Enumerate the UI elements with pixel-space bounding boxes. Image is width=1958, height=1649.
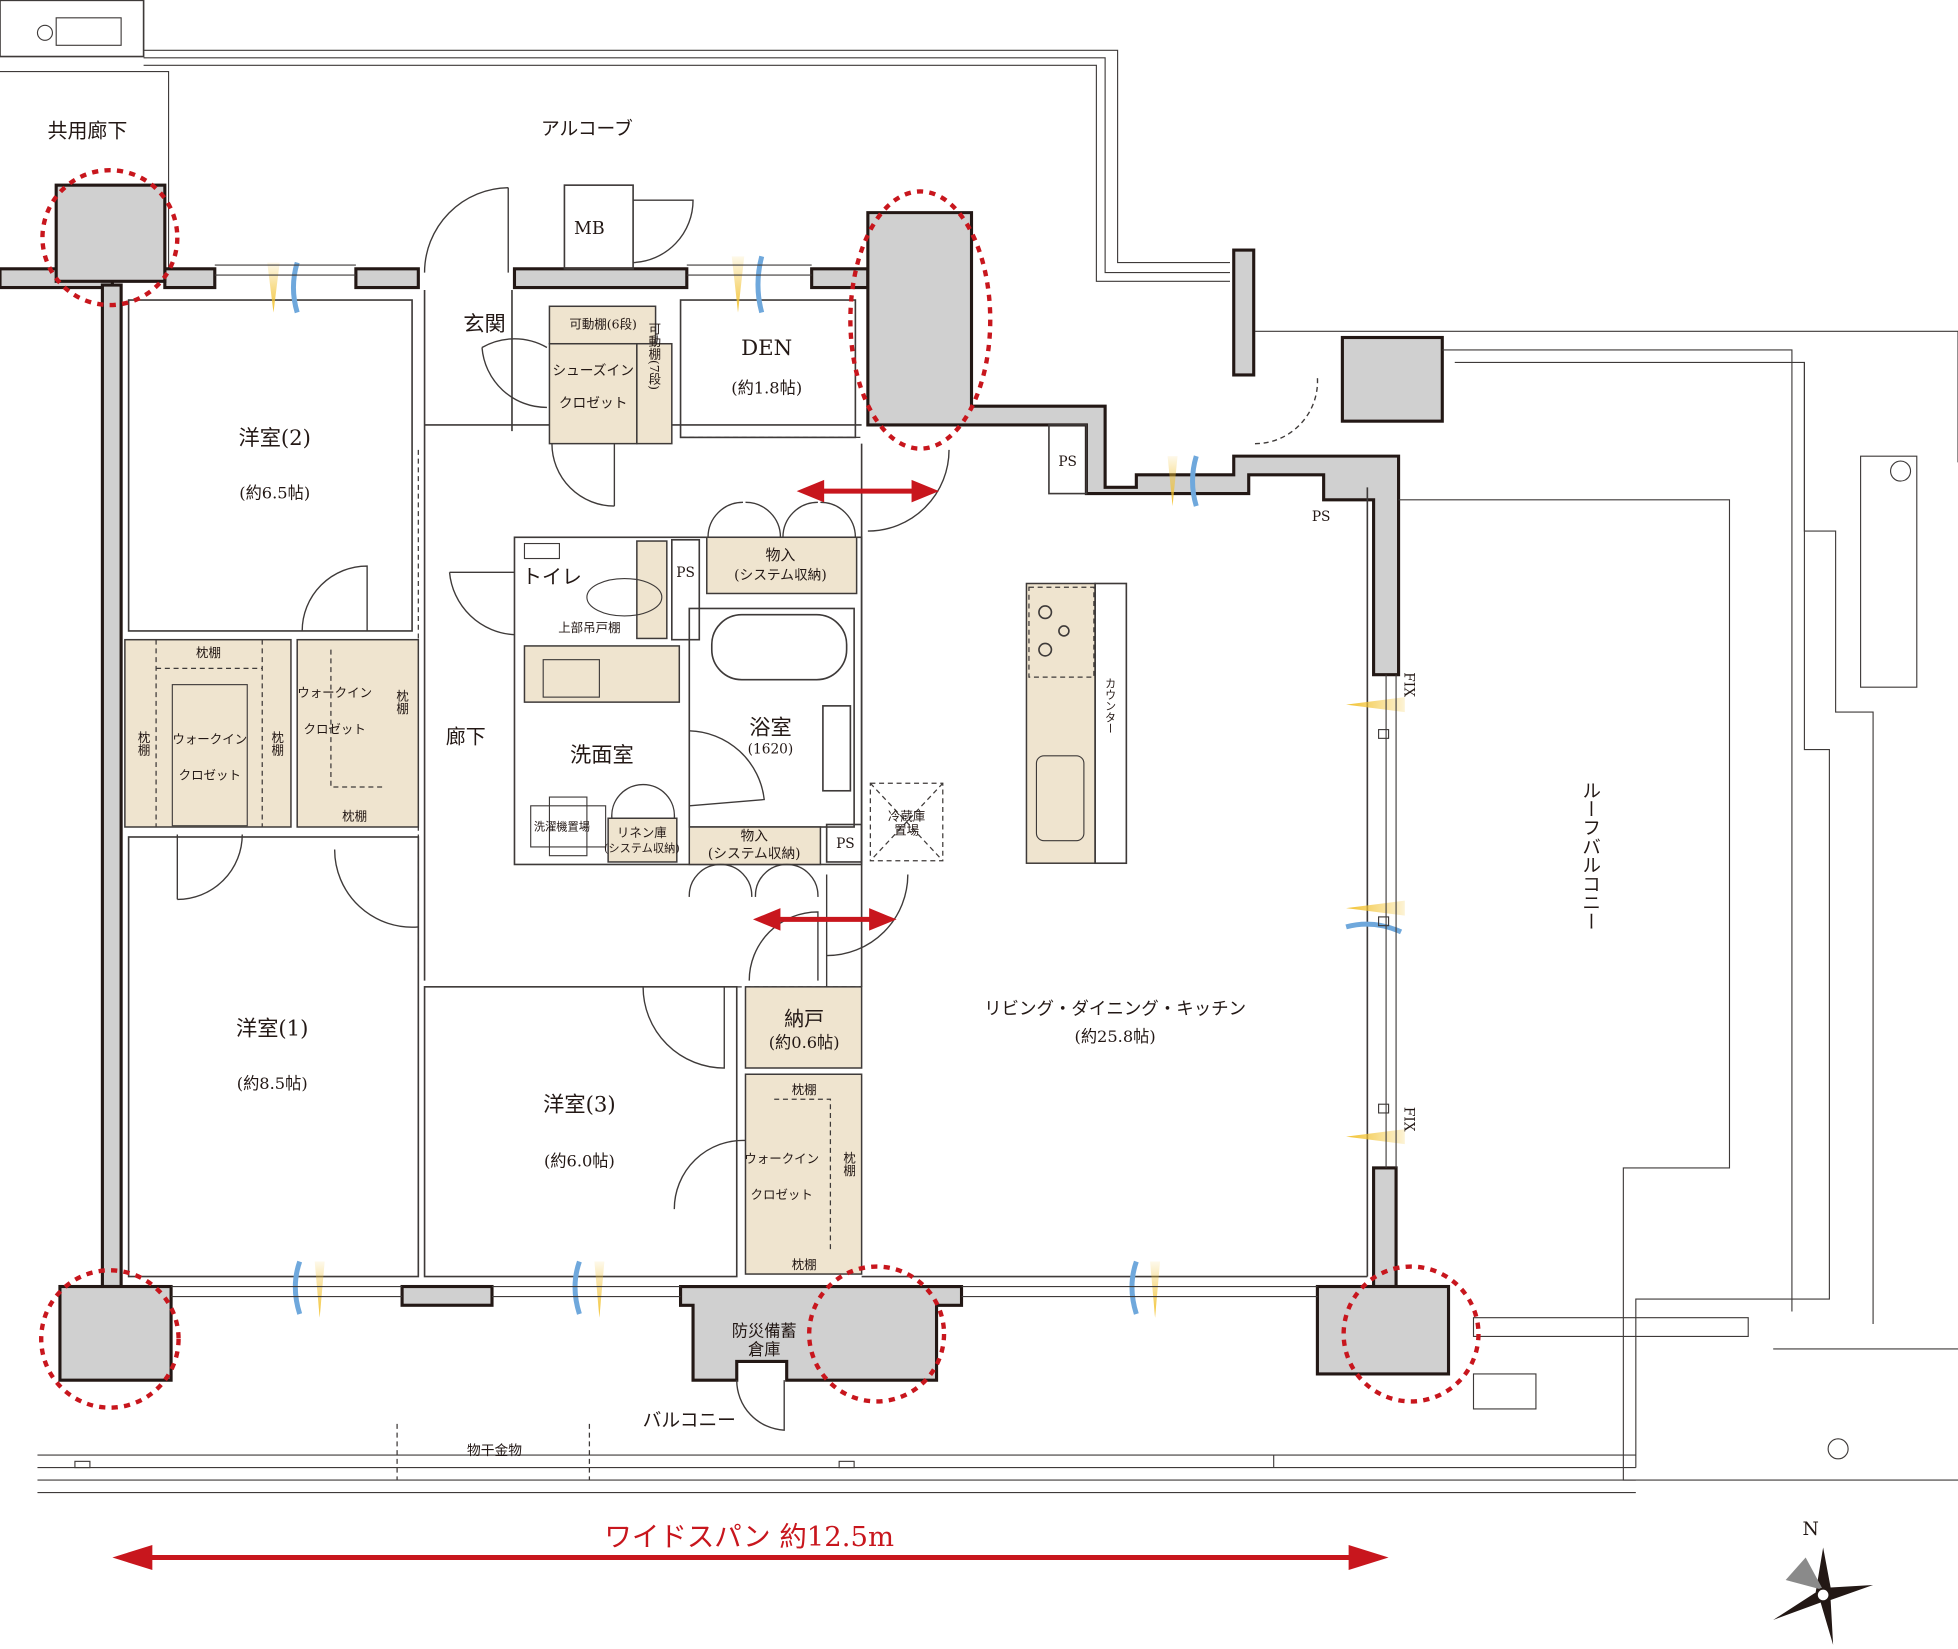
label-pillow-shelf: 枕棚 — [395, 689, 410, 715]
north-compass-icon: N — [1773, 1519, 1874, 1645]
label-walkin: ウォークイン — [297, 685, 372, 700]
label-shoe-closet-2: クロゼット — [559, 395, 628, 411]
label-storage-2: (システム収納) — [708, 846, 801, 862]
label-pillow-shelf: 枕棚 — [270, 730, 285, 756]
label-ldk-size: (約25.8帖) — [1075, 1027, 1156, 1046]
label-disaster-storage: 防災備蓄 — [732, 1321, 797, 1340]
label-shoe-closet: シューズイン — [552, 363, 634, 379]
label-nando: 納戸 — [784, 1007, 824, 1031]
label-western-room-2: 洋室(2) — [238, 426, 311, 451]
label-ps: PS — [676, 565, 695, 581]
label-bath: 浴室 — [749, 716, 791, 741]
label-storage-2: (システム収納) — [734, 568, 827, 584]
label-ps: PS — [1312, 509, 1331, 525]
label-walkin-2: クロゼット — [303, 721, 365, 736]
label-roof-balcony: ルーフバルコニー — [1579, 781, 1600, 931]
label-laundry-hanger: 物干金物 — [467, 1443, 522, 1459]
label-toilet: トイレ — [522, 564, 582, 588]
label-storage: 物入 — [765, 546, 795, 564]
label-fix: FIX — [1401, 1107, 1417, 1132]
label-disaster-storage-2: 倉庫 — [748, 1340, 780, 1359]
room-labels: 共用廊下 アルコーブ MB 玄関 可動棚(6段) シューズイン クロゼット 可動… — [47, 118, 1600, 1459]
passage-arrows — [752, 479, 940, 931]
label-entrance: 玄関 — [463, 312, 505, 337]
top-exterior-lines — [0, 0, 1230, 282]
label-fix: FIX — [1401, 672, 1417, 697]
label-mb: MB — [574, 219, 605, 239]
label-walkin: ウォークイン — [744, 1151, 819, 1166]
label-western-room-1-size: (約8.5帖) — [237, 1074, 308, 1093]
label-movable-shelf-7: 可動棚(7段) — [647, 322, 662, 390]
label-pillow-shelf: 枕棚 — [342, 809, 367, 824]
label-alcove: アルコーブ — [541, 118, 633, 140]
label-linen-2: (システム収納) — [604, 842, 680, 855]
storage-areas — [124, 305, 1128, 1275]
label-balcony: バルコニー — [643, 1410, 736, 1431]
label-pillow-shelf: 枕棚 — [792, 1257, 817, 1272]
label-western-room-2-size: (約6.5帖) — [239, 484, 310, 503]
label-common-corridor: 共用廊下 — [47, 119, 127, 143]
doors — [176, 186, 1319, 1431]
label-western-room-1: 洋室(1) — [236, 1017, 309, 1042]
label-walkin-2: クロゼット — [751, 1187, 813, 1202]
label-washroom: 洗面室 — [570, 743, 634, 768]
label-fridge-2: 置場 — [894, 822, 919, 837]
label-walkin-2: クロゼット — [179, 768, 241, 783]
windows — [171, 264, 1397, 1298]
label-linen: リネン庫 — [617, 825, 667, 840]
wide-span-label: ワイドスパン 約12.5m — [604, 1522, 894, 1553]
label-ps: PS — [1058, 454, 1077, 470]
label-storage: 物入 — [741, 829, 769, 845]
label-den-size: (約1.8帖) — [731, 379, 802, 398]
walls — [0, 183, 1451, 1382]
label-movable-shelf-6: 可動棚(6段) — [569, 317, 637, 332]
north-label: N — [1802, 1519, 1818, 1540]
label-western-room-3-size: (約6.0帖) — [544, 1152, 615, 1171]
label-ps: PS — [836, 836, 855, 852]
label-pillow-shelf: 枕棚 — [136, 730, 151, 756]
label-bath-size: (1620) — [748, 741, 794, 757]
airflow-marks — [267, 255, 1405, 1318]
label-ldk: リビング・ダイニング・キッチン — [984, 999, 1246, 1019]
label-counter: カウンター — [1104, 678, 1117, 734]
label-den: DEN — [741, 336, 792, 361]
label-nando-size: (約0.6帖) — [769, 1033, 840, 1052]
label-pillow-shelf: 枕棚 — [792, 1082, 817, 1097]
label-walkin: ウォークイン — [172, 731, 247, 746]
label-pillow-shelf: 枕棚 — [196, 645, 221, 660]
label-fridge: 冷蔵庫 — [888, 809, 925, 824]
label-laundry: 洗濯機置場 — [534, 820, 590, 834]
column-highlights — [39, 167, 1481, 1410]
label-upper-cabinet: 上部吊戸棚 — [558, 620, 620, 635]
label-corridor: 廊下 — [446, 724, 486, 748]
wide-span-dimension: ワイドスパン 約12.5m — [112, 1522, 1389, 1570]
label-pillow-shelf: 枕棚 — [842, 1151, 857, 1177]
label-western-room-3: 洋室(3) — [543, 1093, 616, 1118]
